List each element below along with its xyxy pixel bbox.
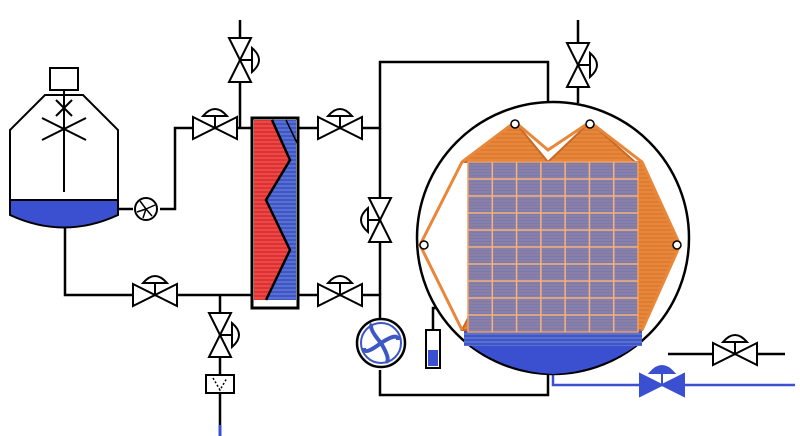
bypass-valve[interactable] <box>360 197 393 243</box>
autoclave-chamber[interactable] <box>415 100 691 376</box>
vent-valve-autoclave[interactable] <box>565 42 598 88</box>
valve-actuator-icon <box>589 50 598 80</box>
valve-actuator-icon <box>647 365 677 374</box>
frame-hook-right <box>672 240 682 250</box>
pump-to-exchanger-pipe <box>160 126 255 211</box>
reactor-return-pipe <box>63 225 255 297</box>
valve-actuator-icon <box>325 275 355 284</box>
drain-valve[interactable] <box>207 312 240 358</box>
outlet-valve-autoclave[interactable] <box>712 334 758 367</box>
frame-hook-top-left <box>510 119 520 129</box>
valve-actuator-icon <box>231 320 240 350</box>
valves <box>132 37 758 398</box>
return-valve-reactor[interactable] <box>132 275 178 308</box>
reactor-liquid <box>9 199 119 229</box>
frame-hook-left <box>419 240 429 250</box>
drain-valve-autoclave[interactable] <box>639 365 685 398</box>
filter-mark-icon <box>212 377 228 392</box>
exchanger-plate-divider <box>264 119 292 301</box>
valve-actuator-icon <box>360 205 369 235</box>
agitator-lower-blade-icon <box>41 117 87 141</box>
feed-pump-impeller-icon <box>136 200 156 219</box>
reactor-vessel[interactable] <box>9 67 119 229</box>
frame-hook-top-right <box>585 119 595 129</box>
autoclave-drain-line <box>551 372 795 387</box>
feed-pump[interactable] <box>134 197 158 221</box>
valve-actuator-icon <box>325 108 355 117</box>
exchanger-hot-side <box>254 120 290 300</box>
autoclave-liquid-band <box>464 330 642 346</box>
valve-actuator-icon <box>140 275 170 284</box>
level-gauge <box>425 329 441 369</box>
outlet-valve-exchanger-top[interactable] <box>317 108 363 141</box>
vent-valve-exchanger[interactable] <box>227 37 260 83</box>
circulation-pump[interactable] <box>355 317 407 369</box>
outlet-valve-exchanger-bottom[interactable] <box>317 275 363 308</box>
inlet-valve-exchanger[interactable] <box>192 108 238 141</box>
circulation-return-pipe <box>378 370 550 397</box>
agitator-motor <box>49 67 79 91</box>
heat-exchanger[interactable] <box>250 116 300 310</box>
valve-actuator-icon <box>200 108 230 117</box>
circulation-pump-impeller-icon <box>362 322 400 364</box>
autoclave-liquid <box>467 343 640 374</box>
exchanger-bottom-outlet-pipe <box>295 293 382 318</box>
valve-actuator-icon <box>720 334 750 343</box>
agitator-upper-blade-icon <box>55 99 73 117</box>
valve-actuator-icon <box>251 45 260 75</box>
filter-body <box>205 374 235 394</box>
filter <box>205 374 235 394</box>
exchanger-plate-divider-inner <box>285 119 299 146</box>
level-gauge-liquid <box>428 350 438 366</box>
tray-rack-gridlines <box>468 162 638 332</box>
